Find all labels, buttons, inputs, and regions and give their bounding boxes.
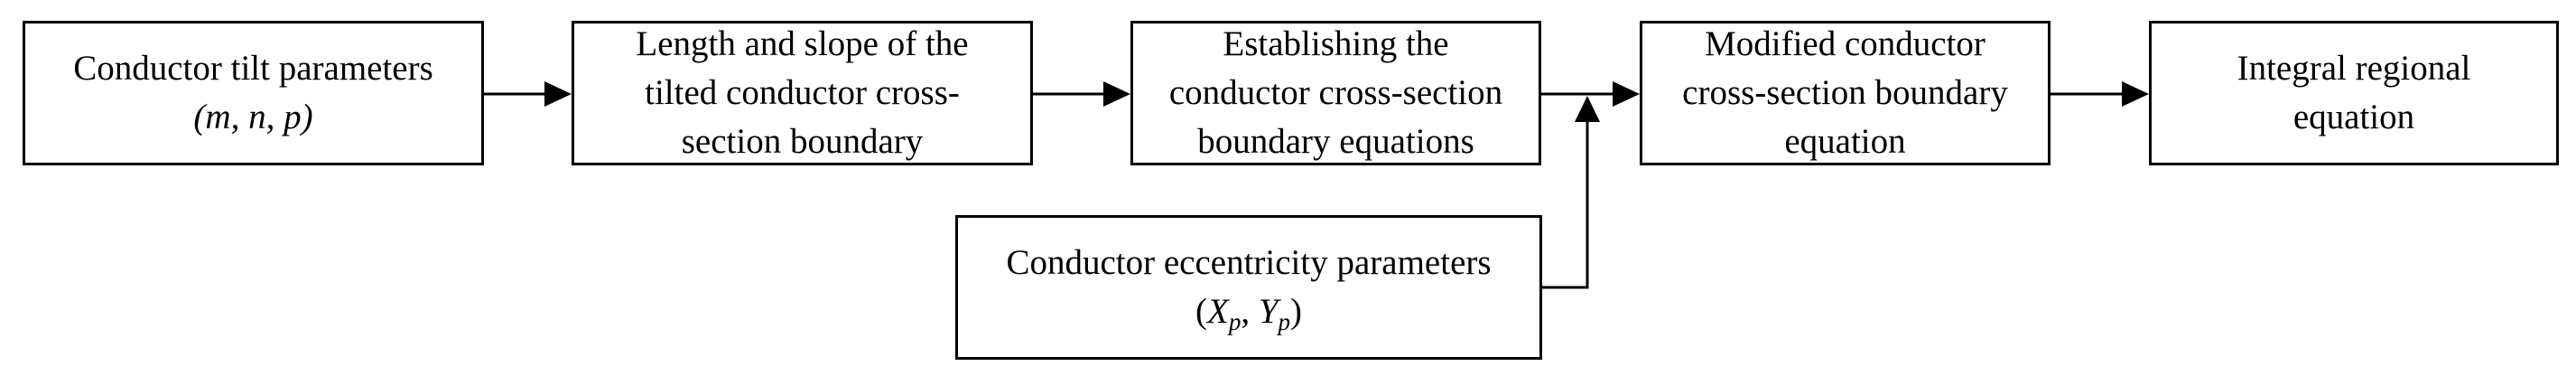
math-open-paren: ( [1195,292,1207,331]
math-x-sub: p [1228,308,1242,335]
box-modified-equation: Modified conductor cross-section boundar… [1640,21,2051,165]
modified-line-1: Modified conductor [1705,24,1985,63]
integral-line-1: Integral regional [2237,49,2471,88]
box-length-slope: Length and slope of the tilted conductor… [572,21,1033,165]
establishing-line-2: conductor cross-section [1168,73,1503,112]
eccentricity-math: (Xp, Yp) [1195,287,1302,336]
math-y-base: Y [1258,292,1279,331]
math-y-sub: p [1278,308,1291,335]
box-integral-equation: Integral regional equation [2149,21,2559,165]
establishing-line-1: Establishing the [1223,24,1449,63]
length-slope-line-1: Length and slope of the [636,24,969,63]
arrowhead-length-to-establishing [1103,81,1130,107]
modified-line-3: equation [1784,122,1906,161]
math-x-base: X [1206,292,1229,331]
box-eccentricity-parameters: Conductor eccentricity parameters (Xp, Y… [955,215,1542,360]
integral-line-2: equation [2292,98,2415,136]
arrowhead-establishing-to-modified [1613,81,1640,107]
box-establishing-equations: Establishing the conductor cross-section… [1130,21,1541,165]
tilt-label: Conductor tilt parameters [73,49,433,88]
box-tilt-parameters: Conductor tilt parameters (m, n, p) [23,21,484,165]
length-slope-line-2: tilted conductor cross- [645,73,960,112]
math-separator: , [1241,292,1259,331]
modified-line-2: cross-section boundary [1682,73,2008,112]
eccentricity-label: Conductor eccentricity parameters [1006,243,1492,282]
establishing-line-3: boundary equations [1197,122,1474,161]
arrowhead-modified-to-integral [2122,81,2149,107]
tilt-math: (m, n, p) [193,98,313,136]
arrow-eccentricity-to-junction [1542,122,1589,289]
math-close-paren: ) [1290,292,1303,331]
arrowhead-eccentricity-to-junction [1575,96,1600,122]
arrowhead-tilt-to-length [544,81,572,107]
length-slope-line-3: section boundary [681,122,924,161]
